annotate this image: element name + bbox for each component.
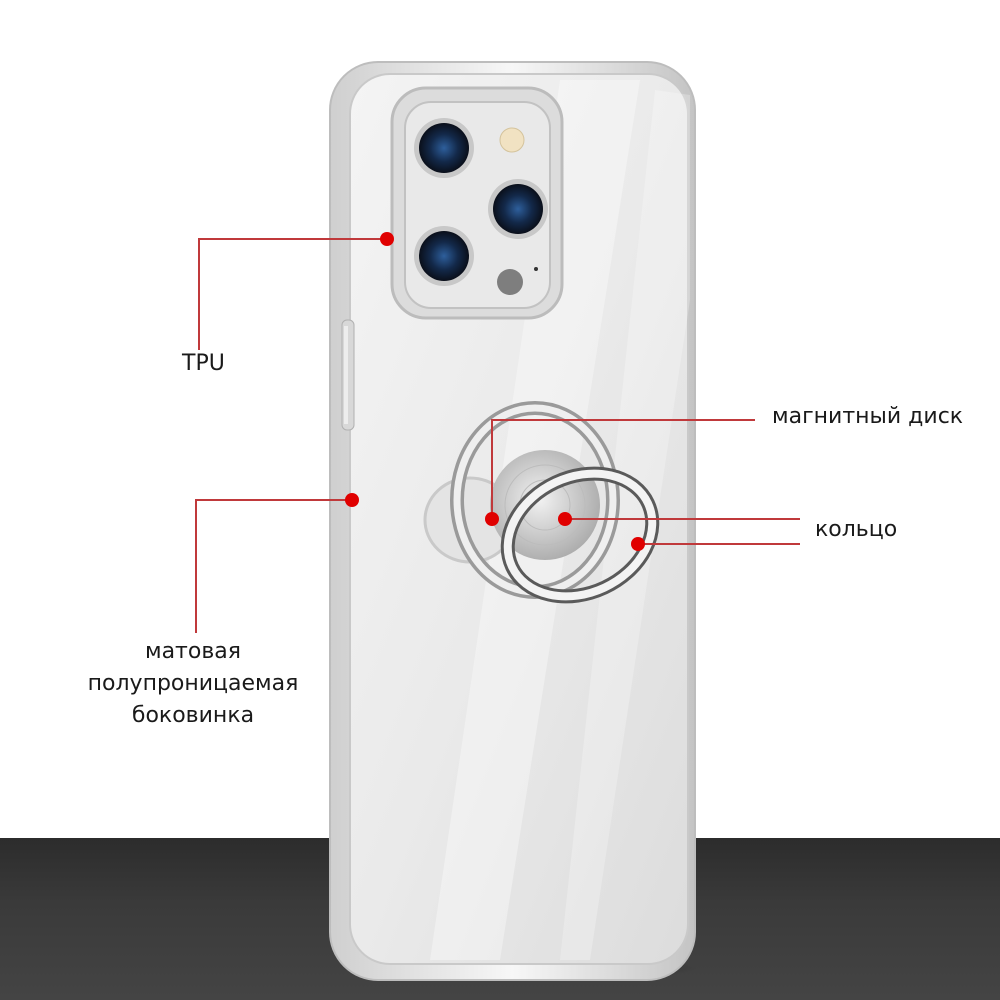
callout-label-tpu: TPU bbox=[182, 351, 225, 376]
camera-module bbox=[390, 86, 564, 320]
ring-holder bbox=[423, 401, 660, 604]
side-line-3: боковинка bbox=[131, 702, 255, 728]
callout-label-side: матовая полупроницаемая боковинка bbox=[63, 636, 323, 732]
side-line-2: полупроницаемая bbox=[87, 670, 299, 696]
tpu-dot-icon bbox=[380, 232, 394, 246]
side-line-1: матовая bbox=[144, 639, 242, 664]
disc-dot-icon bbox=[485, 512, 499, 526]
side-dot-icon bbox=[345, 493, 359, 507]
ring-dot-icon bbox=[558, 512, 572, 526]
ring-edge-dot-icon bbox=[631, 537, 645, 551]
callout-lines bbox=[195, 238, 800, 633]
callout-label-ring: кольцо bbox=[815, 517, 898, 542]
callout-dots bbox=[345, 232, 645, 551]
callout-label-magnetic-disc: магнитный диск bbox=[772, 404, 964, 429]
